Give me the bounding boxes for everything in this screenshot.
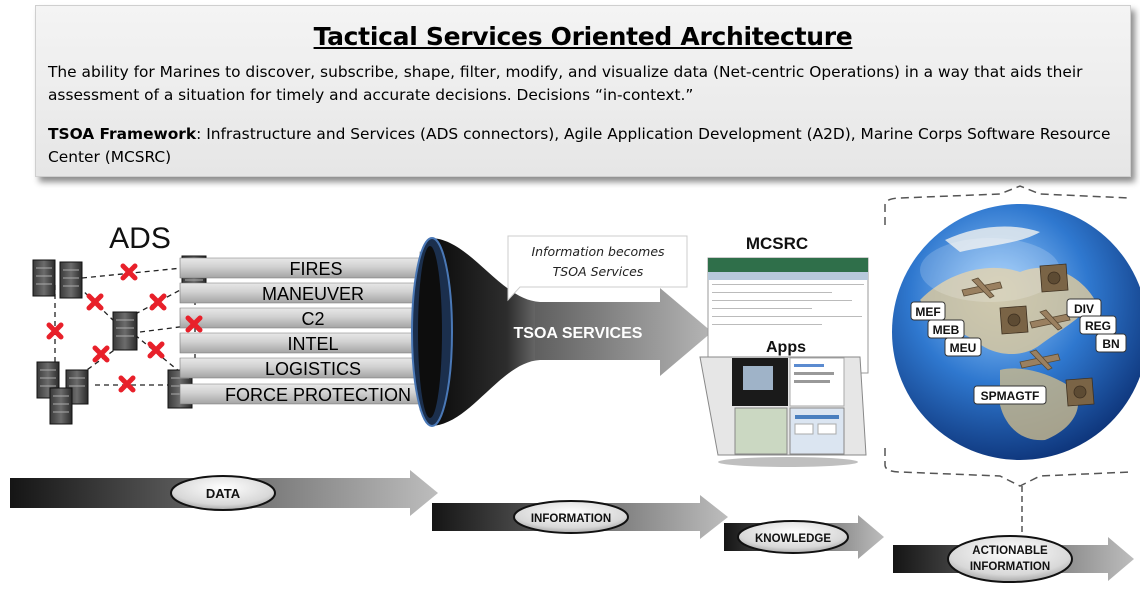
tsoa-services-arrow: TSOA SERVICES	[514, 288, 712, 376]
svg-text:DIV: DIV	[1074, 302, 1094, 316]
unit-label-bn: BN	[1095, 333, 1127, 353]
red-x-icon	[120, 263, 138, 281]
tank-icon	[999, 305, 1029, 335]
app-screenshot	[734, 407, 788, 455]
aircraft-icon	[961, 277, 1003, 299]
aircraft-icon	[1019, 349, 1061, 371]
red-x-icon	[92, 345, 110, 363]
aircraft-icon	[1029, 309, 1071, 331]
svg-text:REG: REG	[1085, 319, 1111, 333]
unavailable-markers	[46, 263, 203, 393]
unit-label-mef: MEF	[910, 301, 946, 321]
red-x-icon	[149, 293, 167, 311]
info-callout: Information becomes TSOA Services	[507, 235, 688, 302]
arrow-force-protection: FORCE PROTECTION	[179, 377, 453, 411]
tank-icon	[1039, 263, 1069, 293]
flow-label-knowledge: KNOWLEDGE	[755, 533, 831, 545]
page-title: Tactical Services Oriented Architecture	[313, 22, 853, 51]
arrow-logistics: LOGISTICS	[179, 351, 453, 385]
svg-text:SPMAGTF: SPMAGTF	[981, 389, 1040, 403]
arrow-fires: FIRES	[179, 251, 453, 285]
arrow-label-fires: FIRES	[289, 259, 342, 279]
arrow-label-c2: C2	[301, 309, 324, 329]
server-icon	[49, 387, 73, 425]
mcsrc-screens	[699, 257, 869, 467]
red-x-icon	[86, 293, 104, 311]
svg-text:MEU: MEU	[950, 341, 977, 355]
flow-label-actionable: ACTIONABLE	[972, 545, 1048, 557]
framework-text: TSOA Framework: Infrastructure and Servi…	[48, 123, 1112, 169]
arrow-maneuver: MANEUVER	[179, 276, 453, 310]
svg-text:MEB: MEB	[933, 323, 960, 337]
svg-text:MEF: MEF	[915, 305, 940, 319]
tank-icon	[1065, 377, 1095, 407]
arrow-label-force-protection: FORCE PROTECTION	[225, 385, 411, 405]
callout-line-1: Information becomes	[531, 244, 665, 259]
framework-description: : Infrastructure and Services (ADS conne…	[48, 125, 1111, 166]
globe-region: MEF MEB MEU DIV REG BN SPMAGTF	[884, 185, 1140, 535]
flow-stage-data: DATA	[10, 470, 438, 516]
flow-stage-information: INFORMATION	[432, 495, 728, 539]
flow-label-data: DATA	[206, 486, 241, 501]
flow-stage-actionable-information: ACTIONABLE INFORMATION	[893, 535, 1134, 583]
red-x-icon	[147, 341, 165, 359]
mcsrc-title: MCSRC	[746, 234, 808, 253]
red-x-icon	[118, 375, 136, 393]
server-icon	[59, 261, 83, 299]
unit-label-meu: MEU	[944, 337, 982, 357]
framework-label: TSOA Framework	[48, 125, 197, 143]
flow-stage-knowledge: KNOWLEDGE	[724, 515, 884, 559]
red-x-icon	[46, 322, 64, 340]
tsoa-funnel	[411, 237, 540, 427]
arrow-label-logistics: LOGISTICS	[265, 359, 361, 379]
server-icon	[32, 259, 56, 297]
red-x-icon	[185, 315, 203, 333]
server-icon	[112, 311, 138, 351]
arrow-label-intel: INTEL	[287, 334, 338, 354]
unit-label-meb: MEB	[927, 319, 965, 339]
header-panel: Tactical Services Oriented Architecture …	[35, 5, 1131, 177]
unit-label-reg: REG	[1079, 315, 1117, 335]
callout-line-2: TSOA Services	[553, 264, 644, 279]
flow-label-actionable-information: INFORMATION	[970, 561, 1050, 573]
ads-title: ADS	[109, 222, 171, 255]
svg-text:BN: BN	[1102, 337, 1119, 351]
unit-label-div: DIV	[1066, 298, 1102, 318]
tsoa-services-label: TSOA SERVICES	[514, 325, 643, 342]
arrow-label-maneuver: MANEUVER	[262, 284, 364, 304]
description-text: The ability for Marines to discover, sub…	[48, 63, 1083, 104]
flow-label-information: INFORMATION	[531, 513, 611, 525]
unit-label-spmagtf: SPMAGTF	[973, 385, 1047, 405]
apps-label: Apps	[766, 339, 806, 356]
